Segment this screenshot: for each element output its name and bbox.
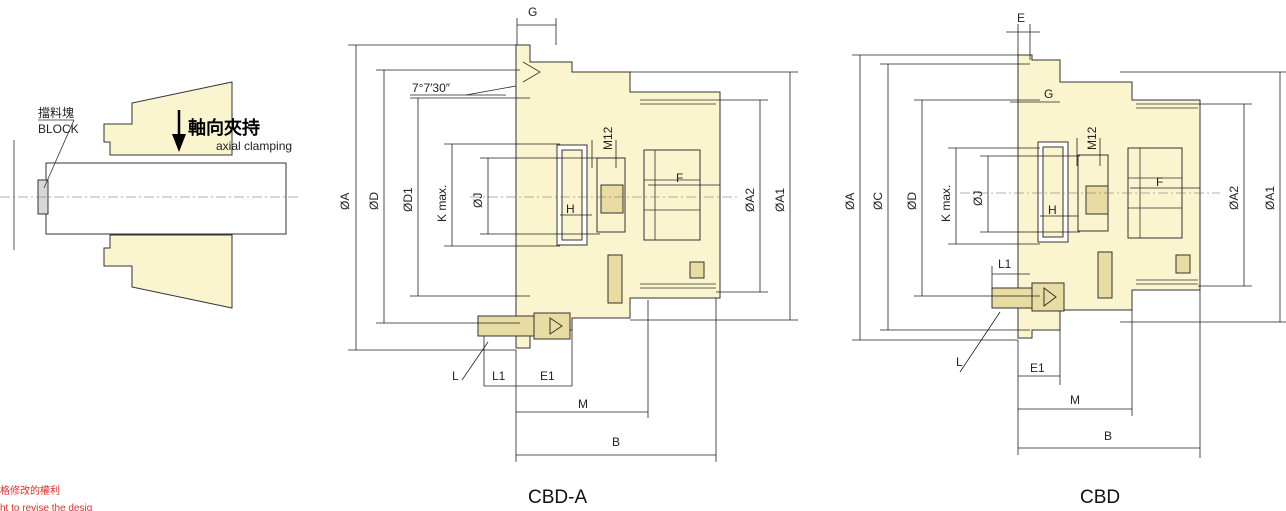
dim-oa1: ØA1: [773, 188, 787, 212]
caption-cbd: CBD: [1080, 487, 1120, 508]
dim-od1: ØD1: [401, 187, 415, 212]
dim-l1: L1: [492, 369, 506, 383]
dim-b: B: [612, 435, 620, 449]
dim-e1-b: E1: [1030, 361, 1045, 375]
stop-bolt-b: [991, 287, 1033, 309]
stop-bolt-a: [477, 315, 535, 337]
dim-g: G: [528, 5, 537, 19]
dim-od: ØD: [367, 192, 381, 210]
dim-oj: ØJ: [471, 193, 485, 208]
dim-oa-b: ØA: [843, 193, 857, 210]
dim-oa2-b: ØA2: [1227, 186, 1241, 210]
dim-f-b: F: [1156, 175, 1163, 189]
collet-upper: [103, 81, 233, 156]
dim-oj-b: ØJ: [971, 191, 985, 206]
caption-cbd-a: CBD-A: [528, 487, 587, 508]
dim-b-b: B: [1104, 429, 1112, 443]
dim-l-b: L: [956, 355, 963, 369]
dim-oa: ØA: [338, 193, 352, 210]
clamping-label-en: axial clamping: [216, 139, 292, 153]
block-label-en: BLOCK: [38, 122, 79, 136]
dim-f: F: [676, 171, 683, 185]
dim-e1: E1: [540, 369, 555, 383]
dim-oc-b: ØC: [871, 192, 885, 210]
dim-od-b: ØD: [905, 192, 919, 210]
dim-l1-b: L1: [998, 257, 1012, 271]
dim-angle: 7°7′30″: [412, 81, 451, 95]
collet-lower: [103, 234, 233, 309]
dim-m12-b: M12: [1085, 126, 1099, 150]
workpiece-bar: [45, 162, 287, 235]
dim-kmax-b: K max.: [939, 185, 953, 222]
dim-m: M: [578, 397, 588, 411]
block-label-cn: 擋料塊: [38, 105, 74, 120]
clamping-label-cn: 軸向夾持: [188, 117, 260, 138]
arrow-down-icon: [172, 134, 186, 152]
footnote-line2: ht to revise the desig: [0, 503, 92, 511]
drawing-cbd: E G M12 F H ØA ØC ØD K max. ØJ ØA2 ØA1 L…: [843, 11, 1286, 508]
dim-m12: M12: [601, 126, 615, 150]
dim-kmax: K max.: [435, 185, 449, 222]
dim-oa1-b: ØA1: [1263, 186, 1277, 210]
dim-e: E: [1017, 11, 1025, 25]
dim-oa2: ØA2: [743, 188, 757, 212]
dim-h: H: [566, 202, 575, 216]
dim-g-b: G: [1044, 87, 1053, 101]
left-detail: 擋料塊 BLOCK 軸向夾持 axial clamping: [0, 81, 300, 309]
footnote-line1: 格修改的權利: [0, 484, 60, 497]
dim-m-b: M: [1070, 393, 1080, 407]
dim-h-b: H: [1048, 203, 1057, 217]
dim-l: L: [452, 369, 459, 383]
drawing-cbd-a: G 7°7′30″ M12 F H ØA ØD ØD1 K max. ØJ ØA…: [338, 5, 798, 508]
